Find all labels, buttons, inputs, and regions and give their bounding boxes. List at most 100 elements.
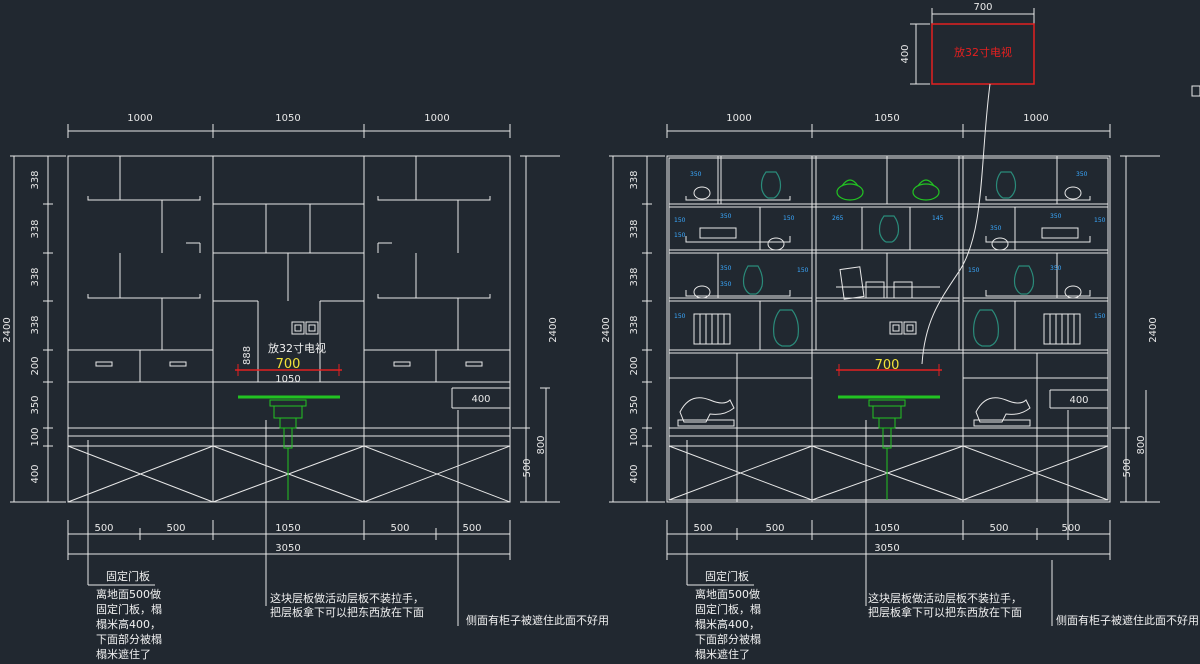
svg-text:350: 350 <box>690 171 702 178</box>
right-leaders <box>686 410 1069 626</box>
right-h-8: 400 <box>629 464 640 483</box>
svg-text:145: 145 <box>932 215 944 222</box>
right-total-height: 2400 <box>601 317 612 342</box>
left-h-5: 200 <box>30 356 41 375</box>
right-note-raised-3: 榻米高400， <box>695 617 760 631</box>
svg-text:350: 350 <box>990 225 1002 232</box>
svg-text:150: 150 <box>1094 313 1106 320</box>
left-bottom-dim-3: 1050 <box>275 523 300 534</box>
teapot-icons <box>836 179 940 201</box>
left-bottom-dim-5: 500 <box>462 523 481 534</box>
left-top-dimensions <box>67 124 511 138</box>
tv-box-leader <box>921 83 991 365</box>
horse-icons <box>677 397 1031 427</box>
small-pot-icons <box>693 186 1082 300</box>
right-bottom-dim-2: 500 <box>765 523 784 534</box>
shelf-small-labels: 350 150 150 350 350 350 265 145 150 150 … <box>674 171 1106 320</box>
svg-text:150: 150 <box>968 267 980 274</box>
svg-text:150: 150 <box>783 215 795 222</box>
right-note-raised-1: 离地面500做 <box>695 587 760 601</box>
left-dim-800: 800 <box>536 435 547 454</box>
right-vertical-dims <box>609 155 1160 503</box>
left-bottom-dim-4: 500 <box>390 523 409 534</box>
left-h-6: 350 <box>30 395 41 414</box>
right-dim-800: 800 <box>1136 435 1147 454</box>
left-vertical-dims <box>10 155 560 503</box>
tv-box-height: 400 <box>900 44 911 63</box>
left-note-raised-5: 榻米遮住了 <box>96 647 151 661</box>
svg-text:350: 350 <box>1050 213 1062 220</box>
left-small-height: 888 <box>242 346 253 365</box>
right-bottom-dim-4: 500 <box>989 523 1008 534</box>
right-note-raised-5: 榻米遮住了 <box>695 647 750 661</box>
right-top-dim-1: 1000 <box>726 113 751 124</box>
left-elevation: 1000 1050 1000 <box>2 113 609 661</box>
svg-text:150: 150 <box>674 313 686 320</box>
left-tv-cabinet-width: 1050 <box>275 374 300 385</box>
left-socket-icon <box>291 321 319 335</box>
left-tv-width: 700 <box>276 357 301 372</box>
right-top-dimensions <box>666 124 1111 138</box>
left-leaders <box>87 410 459 626</box>
right-h-2: 338 <box>629 219 640 238</box>
right-h-7: 100 <box>629 427 640 446</box>
right-green-table <box>838 395 940 500</box>
left-h-7: 100 <box>30 427 41 446</box>
svg-text:350: 350 <box>1076 171 1088 178</box>
svg-text:150: 150 <box>797 267 809 274</box>
left-cabinet-grid <box>67 156 511 503</box>
left-bottom-dim-2: 500 <box>166 523 185 534</box>
right-bottom-dim-3: 1050 <box>874 523 899 534</box>
left-note-raised-3: 榻米高400， <box>96 617 161 631</box>
left-note-shelf-1: 这块层板做活动层板不装拉手， <box>270 591 424 605</box>
left-h-1: 338 <box>30 170 41 189</box>
left-h-3: 338 <box>30 267 41 286</box>
svg-text:350: 350 <box>720 213 732 220</box>
left-total-width: 3050 <box>275 543 300 554</box>
left-top-dim-1: 1000 <box>127 113 152 124</box>
left-green-table <box>238 395 340 500</box>
left-h-8: 400 <box>30 464 41 483</box>
viewport-marker <box>1191 85 1200 97</box>
right-box-400: 400 <box>1069 395 1088 406</box>
svg-text:350: 350 <box>720 281 732 288</box>
tv-box-label: 放32寸电视 <box>954 45 1012 59</box>
right-h-5: 200 <box>629 356 640 375</box>
right-right-total-height: 2400 <box>1148 317 1159 342</box>
right-dim-500: 500 <box>1122 458 1133 477</box>
left-total-height: 2400 <box>2 317 13 342</box>
right-cabinet-grid <box>668 156 1109 502</box>
left-h-4: 338 <box>30 315 41 334</box>
left-h-2: 338 <box>30 219 41 238</box>
left-box-400: 400 <box>471 394 490 405</box>
right-h-4: 338 <box>629 315 640 334</box>
right-note-shelf-1: 这块层板做活动层板不装拉手， <box>868 591 1022 605</box>
left-note-shelf-2: 把层板拿下可以把东西放在下面 <box>270 605 424 619</box>
right-top-dim-3: 1000 <box>1023 113 1048 124</box>
right-note-shelf-2: 把层板拿下可以把东西放在下面 <box>868 605 1022 619</box>
left-top-dim-3: 1000 <box>424 113 449 124</box>
left-drawer-handles <box>95 361 483 367</box>
left-tv-label: 放32寸电视 <box>268 341 326 355</box>
tv-box <box>931 23 1035 85</box>
svg-text:150: 150 <box>674 232 686 239</box>
left-right-total-height: 2400 <box>548 317 559 342</box>
right-note-fixed-door: 固定门板 <box>705 569 749 583</box>
right-tv-width: 700 <box>875 358 900 373</box>
right-total-width: 3050 <box>874 543 899 554</box>
right-note-raised-4: 下面部分被榻 <box>695 632 761 646</box>
tv-box-width: 700 <box>973 2 992 13</box>
vase-icons <box>742 171 1035 347</box>
left-bottom-dims <box>67 520 511 560</box>
left-note-raised-2: 固定门板，榻 <box>96 602 162 616</box>
left-cabinet-outline <box>67 155 511 503</box>
right-bottom-dim-5: 500 <box>1061 523 1080 534</box>
left-note-raised-1: 离地面500做 <box>96 587 161 601</box>
right-bottom-dim-1: 500 <box>693 523 712 534</box>
tv-box-dims <box>910 8 1035 85</box>
left-top-dim-2: 1050 <box>275 113 300 124</box>
svg-text:150: 150 <box>674 217 686 224</box>
left-bottom-dim-1: 500 <box>94 523 113 534</box>
right-top-dim-2: 1050 <box>874 113 899 124</box>
